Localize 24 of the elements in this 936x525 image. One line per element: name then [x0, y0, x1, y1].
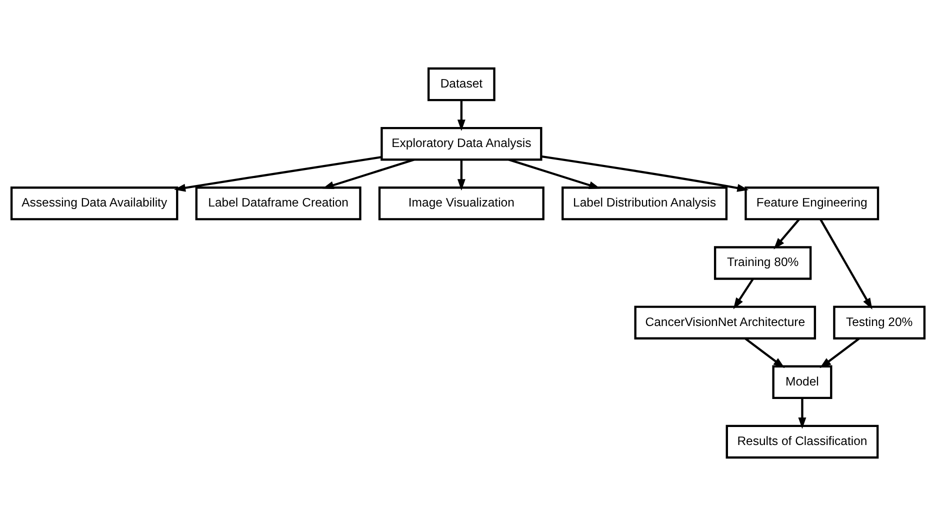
arrow [508, 158, 600, 189]
arrow [322, 158, 414, 189]
arrow [798, 398, 806, 428]
node-box: Label Dataframe Creation [195, 186, 362, 220]
arrow [733, 278, 754, 309]
node-box: Label Distribution Analysis [562, 186, 728, 220]
node-box: Image Visualization [378, 186, 544, 220]
arrow [541, 154, 749, 192]
arrow [820, 337, 860, 368]
node-box: Model [772, 364, 832, 399]
node-box: Feature Engineering [744, 186, 880, 220]
node-box: Testing 20% [833, 305, 926, 339]
node-box: Exploratory Data Analysis [380, 126, 542, 160]
node-box: CancerVisionNet Architecture [634, 305, 816, 339]
node-box: Results of Classification [726, 424, 879, 458]
node-box: Dataset [427, 66, 496, 101]
arrow [774, 218, 800, 249]
arrow [174, 155, 382, 192]
arrow [457, 159, 466, 190]
arrow [457, 100, 466, 130]
arrow [820, 218, 872, 310]
arrow [744, 337, 785, 368]
node-box: Training 80% [714, 246, 812, 280]
node-box: Assessing Data Availability [10, 186, 178, 220]
